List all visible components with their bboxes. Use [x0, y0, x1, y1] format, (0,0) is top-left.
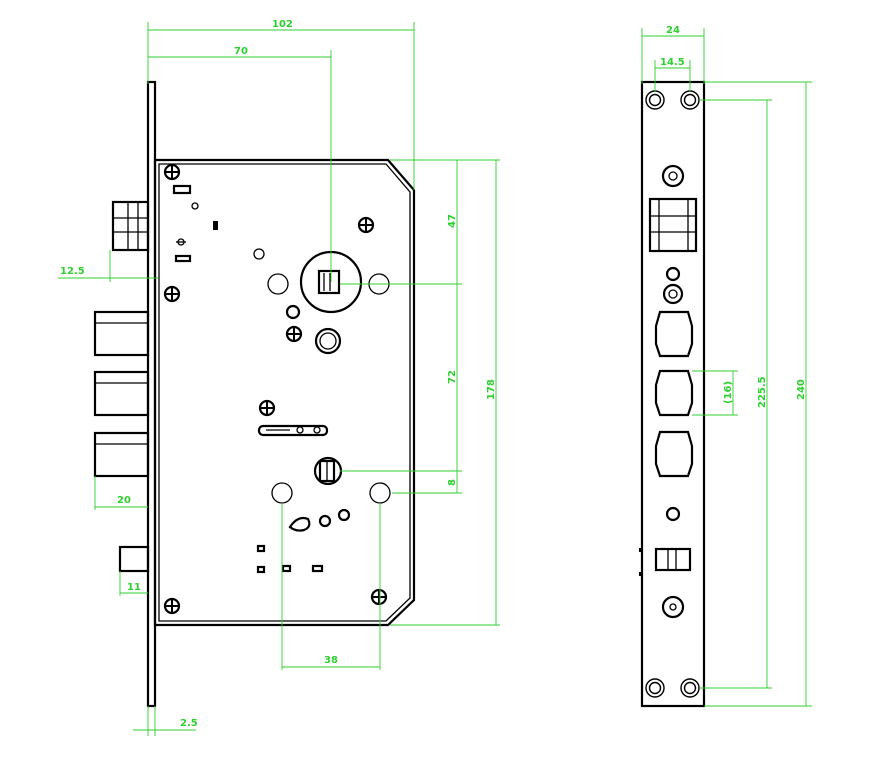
dim-latch-projection: 20	[117, 495, 131, 506]
dim-backset: 70	[234, 46, 248, 57]
dim-faceplate-width: 24	[666, 25, 680, 36]
dim-small-offset: 8	[447, 479, 458, 486]
deadbolt-3	[93, 431, 150, 478]
case-screw-icon	[163, 285, 181, 303]
case-screw-icon	[163, 163, 181, 181]
latch-bolt	[111, 200, 150, 252]
dim-faceplate-length: 240	[796, 379, 807, 400]
latch-opening	[648, 197, 698, 253]
dim-faceplate-offset: 12.5	[60, 266, 85, 277]
mount-hole-icon	[645, 90, 665, 110]
mount-hole-icon	[645, 678, 665, 698]
side-dimensions: 24 14.5 (16) 225.5 240	[641, 25, 812, 707]
dim-screw-spacing: 38	[324, 655, 338, 666]
deadbolt-2	[93, 370, 150, 417]
case-screw-icon	[357, 216, 375, 234]
cam-slot	[257, 424, 329, 437]
dim-spindle-top: 47	[447, 214, 458, 228]
case-screw-icon	[285, 325, 303, 343]
dim-overall-width: 102	[272, 19, 293, 30]
front-dimensions: 102 70 47 72 8 178 12.5 20 11 2.5	[58, 19, 500, 736]
dim-handle-cylinder: 72	[447, 370, 458, 384]
dim-latch-opening: (16)	[723, 381, 734, 404]
trigger-latch	[118, 545, 150, 573]
case-screw-icon	[163, 597, 181, 615]
trigger-opening	[654, 547, 692, 572]
dim-hole-spacing: 14.5	[660, 57, 685, 68]
dim-faceplate-thickness: 2.5	[180, 718, 198, 729]
dim-hole-to-hole: 225.5	[757, 376, 768, 408]
dim-overall-height: 178	[486, 379, 497, 400]
case-screw-icon	[370, 588, 388, 606]
bolt-opening-2	[654, 369, 694, 417]
bolt-opening-3	[654, 430, 694, 478]
deadbolt-1	[93, 310, 150, 357]
bolt-opening-1	[654, 310, 694, 358]
faceplate-side	[640, 80, 706, 708]
side-view	[639, 80, 706, 708]
dim-deadbolt-projection: 11	[127, 582, 141, 593]
lock-case	[153, 158, 416, 627]
mount-hole-icon	[680, 678, 700, 698]
cylinder-hub	[313, 456, 343, 486]
mount-hole-icon	[680, 90, 700, 110]
front-view	[93, 80, 416, 708]
case-screw-icon	[258, 399, 276, 417]
